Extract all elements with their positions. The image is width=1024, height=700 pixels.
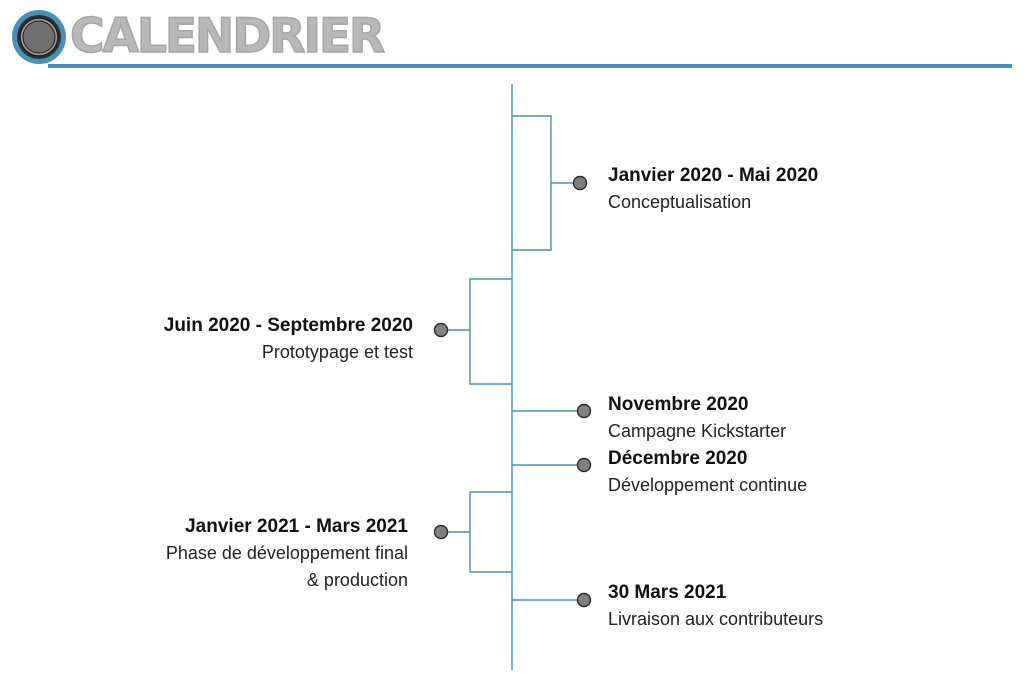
timeline-event: Décembre 2020 Développement continue	[608, 446, 908, 499]
event-dot-4	[576, 457, 592, 473]
page-title: CALENDRIER	[69, 8, 386, 65]
event-description: Conceptualisation	[608, 192, 752, 212]
timeline-event: 30 Mars 2021 Livraison aux contributeurs	[608, 580, 908, 633]
event-date: Janvier 2021 - Mars 2021	[185, 516, 408, 537]
event-date: Juin 2020 - Septembre 2020	[163, 315, 413, 336]
event-dot-5	[433, 524, 449, 540]
header-divider	[48, 64, 1012, 68]
event-description: Campagne Kickstarter	[608, 421, 787, 441]
bracket-2	[469, 278, 512, 385]
event-description: Prototypage et test	[261, 342, 413, 362]
event-dot-2	[433, 322, 449, 338]
bracket-1	[512, 115, 552, 251]
event-dot-1	[572, 175, 588, 191]
event-date: Janvier 2020 - Mai 2020	[608, 165, 819, 186]
event-date: Novembre 2020	[608, 394, 749, 415]
logo-icon	[12, 10, 66, 64]
event-date: Décembre 2020	[608, 448, 748, 469]
event-dot-3	[576, 403, 592, 419]
event-dot-6	[576, 592, 592, 608]
timeline-event: Juin 2020 - Septembre 2020 Prototypage e…	[113, 313, 413, 366]
event-date: 30 Mars 2021	[608, 582, 727, 603]
event-description: Développement continue	[608, 475, 808, 495]
timeline-event: Novembre 2020 Campagne Kickstarter	[608, 392, 908, 445]
event-description: Livraison aux contributeurs	[608, 609, 824, 629]
timeline-event: Janvier 2021 - Mars 2021 Phase de dévelo…	[108, 514, 408, 594]
bracket-5	[469, 491, 512, 573]
timeline-event: Janvier 2020 - Mai 2020 Conceptualisatio…	[608, 163, 908, 216]
event-description: Phase de développement final & productio…	[165, 543, 408, 590]
